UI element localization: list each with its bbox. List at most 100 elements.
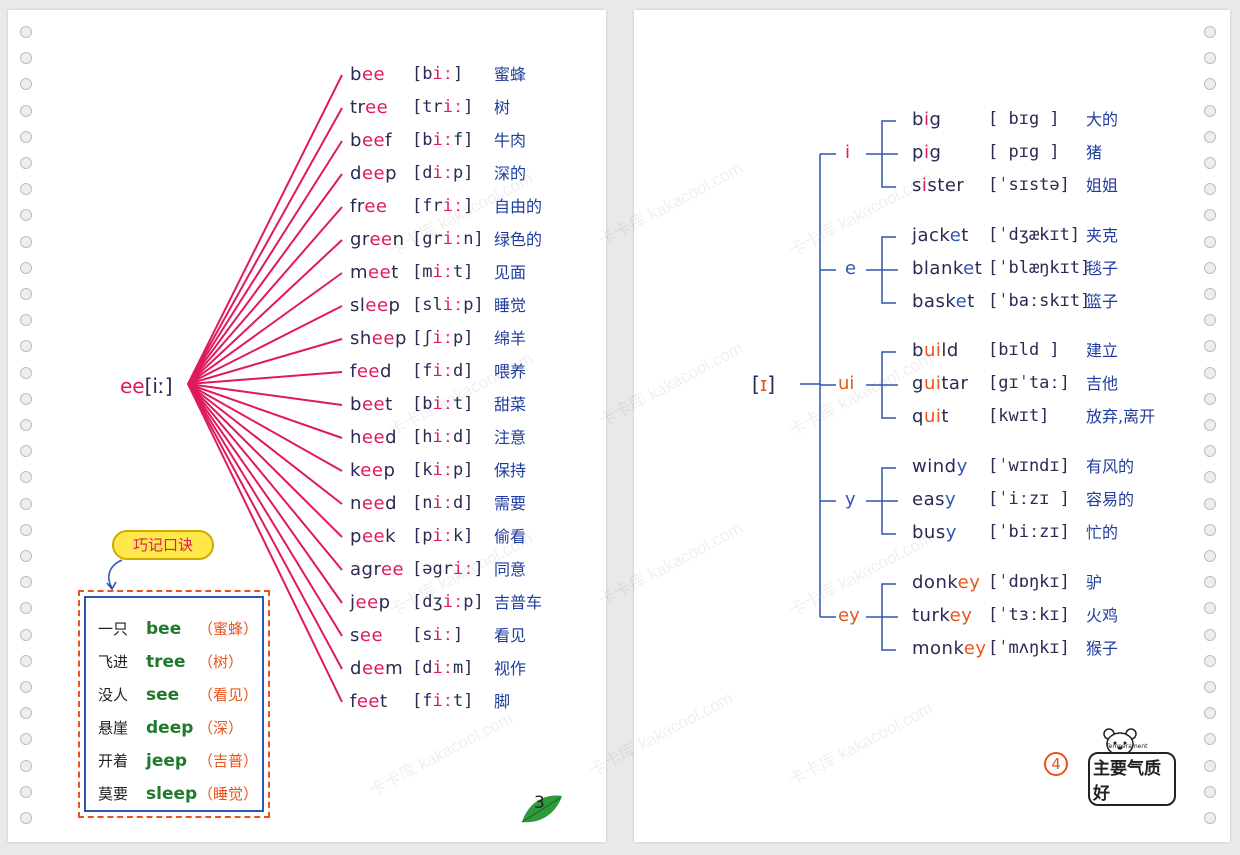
word-part: t bbox=[380, 691, 388, 712]
i-word-meaning: 篮子 bbox=[1086, 292, 1119, 311]
mnemonic-badge-text: 巧记口诀 bbox=[132, 536, 193, 554]
binder-hole bbox=[20, 130, 32, 143]
i-word: build bbox=[912, 342, 959, 360]
mnemonic-meaning: （睡觉） bbox=[198, 785, 259, 803]
ee-word-meaning: 自由的 bbox=[494, 197, 543, 216]
ipa-highlight: iː bbox=[432, 658, 453, 678]
fan-line bbox=[187, 383, 343, 439]
mnemonic-meaning: （吉普） bbox=[198, 752, 259, 770]
ee-word: need bbox=[350, 495, 397, 513]
i-word-meaning: 姐姐 bbox=[1086, 176, 1119, 195]
i-word-ipa: [ˈdɒŋkɪ] bbox=[988, 572, 1070, 592]
ipa-part: [b bbox=[412, 64, 433, 84]
i-word-ipa: [ˈbiːzɪ] bbox=[988, 522, 1070, 542]
fan-line bbox=[187, 383, 343, 637]
ee-word-meaning: 树 bbox=[494, 98, 511, 117]
spelling-label-y: y bbox=[845, 489, 856, 510]
binder-hole bbox=[1204, 261, 1216, 274]
right-page-number: 4 bbox=[1044, 752, 1068, 776]
mnemonic-word: jeep bbox=[146, 751, 188, 771]
i-word-ipa: [ˈdʒækɪt] bbox=[988, 225, 1081, 245]
ee-word: sheep bbox=[350, 330, 407, 348]
word-part: t bbox=[967, 291, 975, 312]
word-part: donk bbox=[912, 572, 958, 593]
ipa-part: n] bbox=[463, 229, 484, 249]
ee-word: keep bbox=[350, 462, 395, 480]
word-part: q bbox=[912, 406, 924, 427]
i-word-ipa: [ pɪg ] bbox=[988, 142, 1060, 162]
binder-hole bbox=[1204, 209, 1216, 222]
i-word-ipa: [gɪˈtaː] bbox=[988, 373, 1070, 393]
word-highlight: ee bbox=[355, 592, 379, 613]
ipa-highlight: iː bbox=[432, 394, 453, 414]
binder-hole bbox=[20, 733, 32, 746]
root-ee-label: ee[iː] bbox=[120, 376, 173, 396]
ee-word: tree bbox=[350, 99, 388, 117]
ipa-highlight: iː bbox=[442, 97, 464, 117]
ee-word-ipa: [biːf] bbox=[412, 132, 473, 149]
ee-word-ipa: [kiːp] bbox=[412, 462, 473, 479]
word-part: sh bbox=[350, 328, 372, 349]
word-part: t bbox=[974, 258, 983, 279]
ee-word-ipa: [niːd] bbox=[412, 495, 473, 512]
ipa-part: p] bbox=[463, 592, 484, 612]
ipa-part: k] bbox=[452, 526, 474, 546]
spelling-label-i: i bbox=[845, 142, 851, 163]
binder-hole bbox=[20, 209, 32, 222]
i-word-ipa: [ˈsɪstə] bbox=[988, 175, 1070, 195]
word-part: t bbox=[961, 225, 969, 246]
word-part: ld bbox=[941, 340, 959, 361]
word-highlight: ee bbox=[365, 97, 389, 118]
ipa-part: ] bbox=[473, 559, 484, 579]
ipa-part: [n bbox=[412, 493, 433, 513]
ee-word-ipa: [biː] bbox=[412, 66, 463, 83]
ipa-part: [d bbox=[412, 658, 433, 678]
ee-word-meaning: 深的 bbox=[494, 164, 527, 183]
ee-word-meaning: 脚 bbox=[494, 692, 511, 711]
ee-word-meaning: 绿色的 bbox=[494, 230, 543, 249]
right-notebook-page bbox=[634, 10, 1230, 842]
ee-word-ipa: [əgriː] bbox=[412, 561, 484, 578]
binder-holes bbox=[20, 10, 40, 842]
i-word: big bbox=[912, 111, 941, 129]
ee-word-ipa: [griːn] bbox=[412, 231, 484, 248]
mnemonic-prefix: 开着 bbox=[98, 752, 129, 770]
word-highlight: ee bbox=[365, 295, 389, 316]
fan-line bbox=[187, 272, 343, 385]
ee-word: deep bbox=[350, 165, 397, 183]
binder-hole bbox=[20, 445, 32, 458]
word-part: gr bbox=[350, 229, 370, 250]
binder-hole bbox=[20, 261, 32, 274]
ipa-part: ] bbox=[463, 97, 474, 117]
i-word-meaning: 驴 bbox=[1086, 573, 1103, 592]
binder-hole bbox=[1204, 523, 1216, 536]
word-part: g bbox=[912, 373, 924, 394]
ee-word: bee bbox=[350, 66, 385, 84]
word-part: monk bbox=[912, 638, 964, 659]
ee-word-meaning: 注意 bbox=[494, 428, 527, 447]
fan-line bbox=[187, 383, 343, 670]
fan-line bbox=[187, 173, 343, 385]
ee-word-ipa: [triː] bbox=[412, 99, 473, 116]
ee-word: beet bbox=[350, 396, 393, 414]
word-part: p bbox=[394, 328, 407, 349]
mnemonic-prefix: 莫要 bbox=[98, 785, 129, 803]
i-word-ipa: [ˈmʌŋkɪ] bbox=[988, 638, 1070, 658]
leaf-page-number-icon bbox=[521, 795, 562, 823]
mnemonic-word: sleep bbox=[146, 784, 198, 804]
binder-hole bbox=[1204, 550, 1216, 562]
binder-hole bbox=[1204, 759, 1216, 772]
word-part: f bbox=[350, 691, 357, 712]
i-word-ipa: [kwɪt] bbox=[988, 406, 1050, 426]
binder-hole bbox=[1204, 785, 1216, 798]
spelling-label-ey: ey bbox=[838, 605, 860, 626]
ee-word-meaning: 蜜蜂 bbox=[494, 65, 527, 84]
word-part: d bbox=[350, 163, 362, 184]
word-part: b bbox=[350, 394, 362, 415]
word-highlight: i bbox=[921, 175, 928, 196]
word-highlight: ee bbox=[361, 493, 386, 514]
i-word-meaning: 猴子 bbox=[1086, 639, 1119, 658]
bear-icon bbox=[1103, 728, 1137, 756]
fan-line bbox=[187, 383, 343, 703]
ee-word-ipa: [siː] bbox=[412, 627, 463, 644]
